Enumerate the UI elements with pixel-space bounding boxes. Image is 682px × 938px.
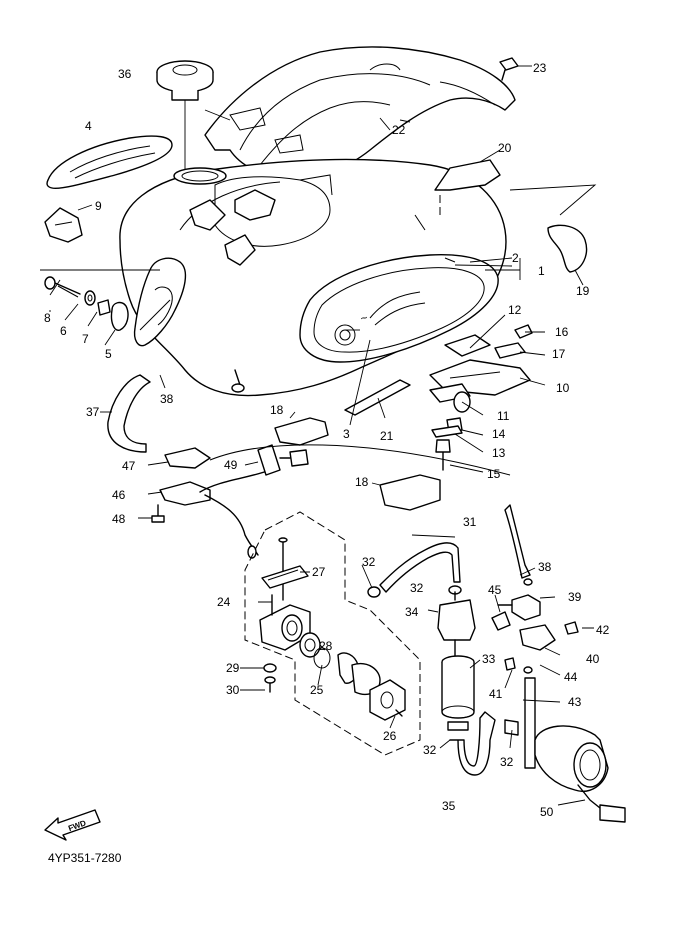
catalog-code: 4YP351-7280 [48, 851, 122, 865]
callout-41: 41 [489, 687, 503, 701]
callout-37: 37 [86, 405, 100, 419]
callout-32-a: 32 [362, 555, 376, 569]
damper-21 [344, 379, 411, 419]
bracket-left [44, 204, 93, 243]
callout-30: 30 [226, 683, 240, 697]
callout-38-b: 38 [538, 560, 552, 574]
fuel-cap [156, 60, 214, 170]
callout-35: 35 [442, 799, 456, 813]
tank-emblem-script: ~ [359, 310, 369, 325]
tank-bracket-20 [434, 149, 501, 215]
callout-32-d: 32 [500, 755, 514, 769]
fuel-hose-pump-group [361, 504, 531, 776]
leader-lines-misc [49, 109, 597, 426]
side-panel-19 [547, 224, 588, 286]
callout-24: 24 [217, 595, 231, 609]
callout-8: 8 [44, 311, 51, 325]
callout-1: 1 [538, 264, 545, 278]
callout-22: 22 [392, 123, 406, 137]
callout-39: 39 [568, 590, 582, 604]
callout-31: 31 [463, 515, 477, 529]
callout-20: 20 [498, 141, 512, 155]
tank-emblem-left [46, 135, 173, 190]
callout-32-b: 32 [410, 581, 424, 595]
callout-42: 42 [596, 623, 610, 637]
callout-48: 48 [112, 512, 126, 526]
callout-33: 33 [482, 652, 496, 666]
callout-26: 26 [383, 729, 397, 743]
fuel-tank: ~ [119, 158, 507, 397]
callout-28: 28 [319, 639, 333, 653]
callout-46: 46 [112, 488, 126, 502]
callout-27: 27 [312, 565, 326, 579]
mounting-bolt-stack [40, 269, 160, 346]
callout-32-c: 32 [423, 743, 437, 757]
callout-14: 14 [492, 427, 506, 441]
screw-23 [499, 57, 532, 81]
callout-5: 5 [105, 347, 112, 361]
callout-4: 4 [85, 119, 92, 133]
callout-9: 9 [95, 199, 102, 213]
fuel-sender-assembly [138, 444, 511, 559]
callout-34: 34 [405, 605, 419, 619]
callout-25: 25 [310, 683, 324, 697]
fuel-cock-assembly [240, 511, 421, 756]
callout-45: 45 [488, 583, 502, 597]
filter-valve-group [491, 567, 626, 823]
callout-11: 11 [497, 409, 510, 423]
callout-15: 15 [487, 467, 501, 481]
callout-49: 49 [224, 458, 238, 472]
callout-7: 7 [82, 332, 89, 346]
forward-arrow-icon: FWD [44, 809, 101, 841]
callout-21: 21 [380, 429, 394, 443]
callout-43: 43 [568, 695, 582, 709]
tank-top-cover [204, 46, 516, 179]
callout-12: 12 [508, 303, 522, 317]
rear-mount-brackets [429, 258, 546, 473]
callout-18-lower: 18 [355, 475, 369, 489]
callout-13: 13 [492, 446, 506, 460]
callout-23: 23 [533, 61, 547, 75]
callout-6: 6 [60, 324, 67, 338]
callout-10: 10 [556, 381, 570, 395]
callout-36: 36 [118, 67, 132, 81]
callout-29: 29 [226, 661, 240, 675]
callout-38-a: 38 [160, 392, 174, 406]
callout-3: 3 [343, 427, 350, 441]
callout-50: 50 [540, 805, 554, 819]
callout-19: 19 [576, 284, 590, 298]
vent-hose-37 [100, 374, 151, 453]
callout-44: 44 [564, 670, 578, 684]
callout-16: 16 [555, 325, 569, 339]
callout-17: 17 [552, 347, 566, 361]
callout-40: 40 [586, 652, 600, 666]
callout-2: 2 [512, 251, 519, 265]
callout-47: 47 [122, 459, 136, 473]
damper-pads-18 [274, 411, 441, 511]
callout-18-upper: 18 [270, 403, 284, 417]
